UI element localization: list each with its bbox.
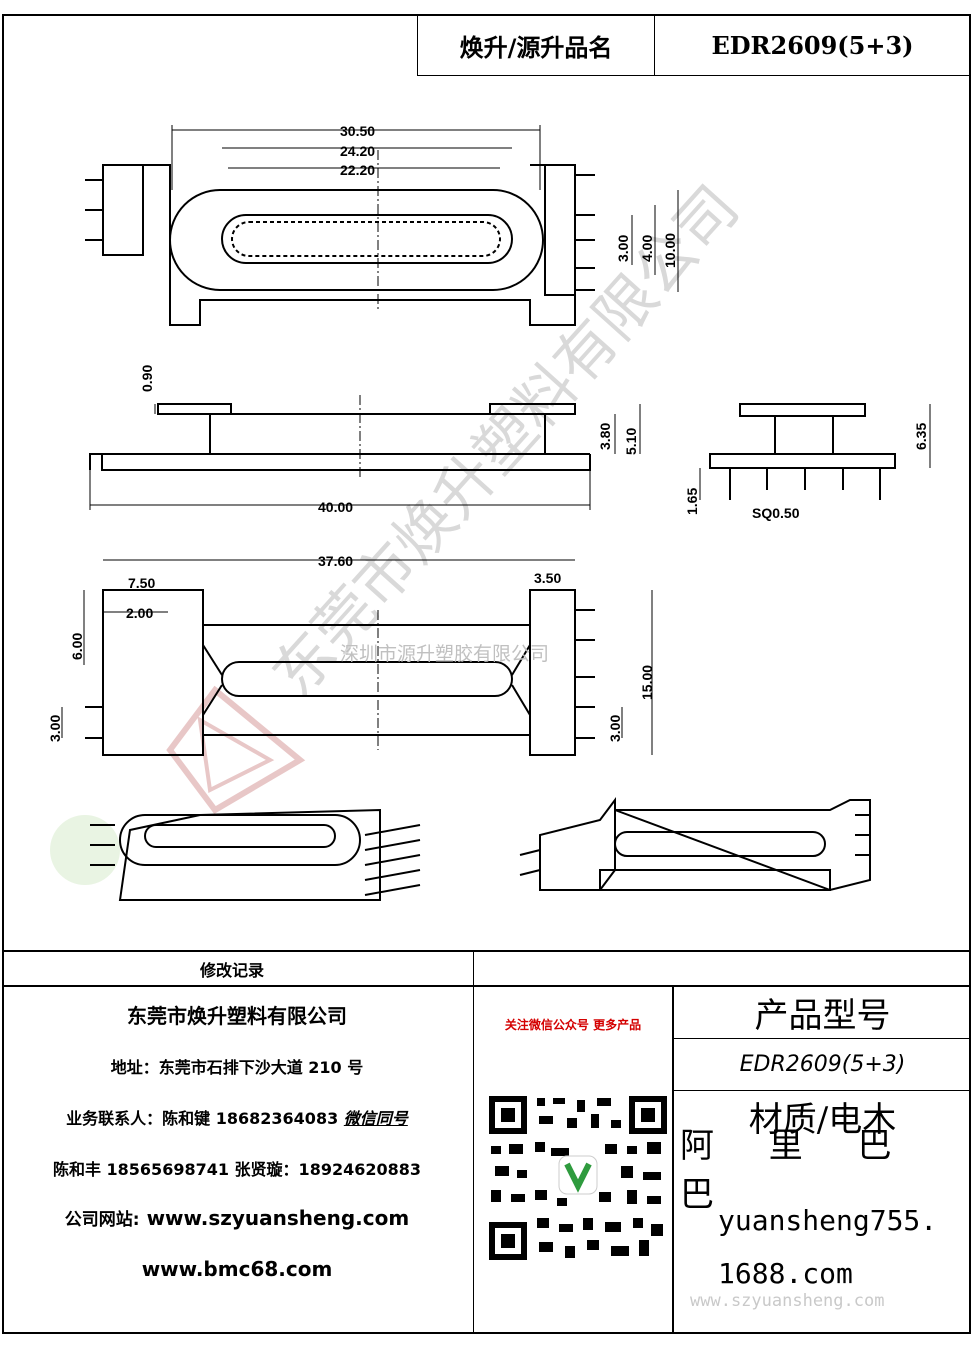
dim-span: 37.60 [318, 553, 353, 569]
dim-left-h: 6.00 [69, 633, 85, 660]
dim-pin-sq: SQ0.50 [752, 505, 800, 521]
isometric-left [90, 808, 421, 901]
dim-total: 40.00 [318, 499, 353, 515]
watermark-site: www.szyuansheng.com [690, 1291, 885, 1311]
dimension-labels: 30.50 24.20 22.20 3.00 4.00 10.00 0.90 3… [47, 123, 929, 742]
product-type-label: 产品型号 [754, 996, 891, 1036]
dim-right-w: 3.50 [534, 570, 561, 586]
header-part-code: EDR2609(5+3) [654, 14, 971, 76]
dim-right-h: 6.35 [913, 423, 929, 450]
side-view [89, 395, 641, 510]
dim-pitch-left: 3.00 [47, 715, 63, 742]
divider [672, 1090, 971, 1091]
dim-e: 4.00 [639, 235, 655, 262]
header-name-label: 焕升/源升品名 [417, 14, 655, 76]
qr-caption: 关注微信公众号 更多产品 [504, 1017, 642, 1032]
alibaba: 阿 里 巴 巴 [680, 1126, 892, 1215]
dim-d: 3.00 [615, 235, 631, 262]
revision-label: 修改记录 [200, 960, 265, 980]
dim-f: 10.00 [662, 233, 678, 268]
dim-a: 30.50 [340, 123, 375, 139]
contact1-text: 业务联系人：陈和键 18682364083 [66, 1109, 339, 1128]
site-label: 公司网站: [64, 1210, 140, 1230]
dim-pitch-right: 3.00 [607, 715, 623, 742]
divider [473, 950, 474, 1334]
company-contact1: 业务联系人：陈和键 18682364083 微信同号 [2, 1105, 472, 1129]
company-name: 东莞市焕升塑料有限公司 [127, 1004, 347, 1028]
dim-c: 22.20 [340, 162, 375, 178]
watermark-center: 深圳市源升塑胶有限公司 [340, 643, 549, 665]
divider [2, 950, 971, 952]
dim-pin-h: 1.65 [684, 488, 700, 515]
site-url-1[interactable]: www.szyuansheng.com [146, 1206, 410, 1230]
divider [2, 985, 971, 987]
company-site: 公司网站: www.szyuansheng.com [2, 1205, 472, 1230]
dim-h: 5.10 [623, 428, 639, 455]
dim-inner-w: 2.00 [126, 605, 153, 621]
divider [672, 985, 674, 1334]
bottom-view [61, 559, 653, 756]
divider [672, 1038, 971, 1039]
store-url-1[interactable]: yuansheng755. [718, 1203, 938, 1237]
company-contact2: 陈和丰 18565698741 张贤璇：18924620883 [52, 1160, 422, 1179]
material: 材质/电木 [748, 1099, 897, 1140]
dim-left-w: 7.50 [128, 575, 155, 591]
dim-b: 24.20 [340, 143, 375, 159]
wechat-same: 微信同号 [343, 1109, 408, 1128]
qr-code [487, 1094, 669, 1262]
dim-height: 15.00 [639, 665, 655, 700]
drawing-frame [2, 14, 971, 1334]
dim-g: 3.80 [597, 423, 613, 450]
technical-drawing: 东莞市焕升塑料有限公司 [47, 123, 931, 901]
product-type-value: EDR2609(5+3) [739, 1052, 906, 1077]
end-view [699, 403, 931, 500]
watermark-logo [50, 685, 306, 885]
top-view [85, 125, 679, 326]
site-url-2[interactable]: www.bmc68.com [141, 1257, 333, 1281]
dim-top-gap: 0.90 [139, 365, 155, 392]
store-url-2[interactable]: 1688.com [718, 1256, 853, 1290]
company-address: 地址：东莞市石排下沙大道 210 号 [110, 1058, 364, 1077]
isometric-right [519, 797, 871, 892]
